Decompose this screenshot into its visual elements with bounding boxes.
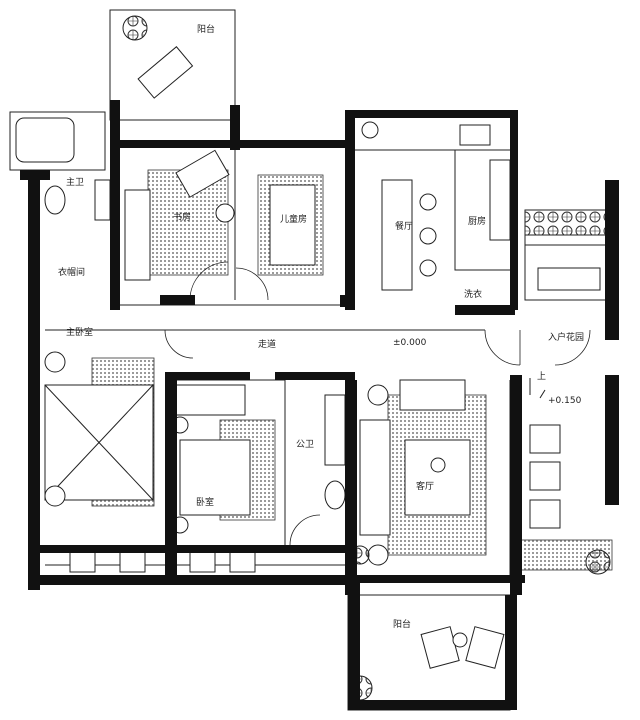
label-bedroom: 卧室 (196, 498, 215, 508)
door-swings (164, 261, 591, 546)
label-level-main: ±0.000 (393, 338, 427, 348)
label-balcony-top: 阳台 (197, 25, 216, 35)
label-public-bath: 公卫 (296, 440, 315, 450)
label-entry-garden: 入户花园 (548, 333, 585, 343)
label-corridor: 走道 (258, 340, 277, 350)
label-level-garden: +0.150 (548, 396, 582, 406)
label-step-up: 上 (537, 372, 547, 382)
label-kids-room: 儿童房 (280, 215, 308, 225)
label-laundry: 洗衣 (464, 290, 483, 300)
label-cloakroom: 衣帽间 (58, 268, 86, 278)
planter (524, 209, 616, 236)
label-master-bath: 主卫 (66, 178, 85, 188)
walls (20, 100, 619, 710)
label-balcony-bottom: 阳台 (393, 620, 412, 630)
label-living: 客厅 (416, 482, 435, 492)
step-marker (529, 378, 546, 399)
label-study: 书房 (173, 213, 192, 223)
label-kitchen: 厨房 (468, 217, 487, 227)
label-dining: 餐厅 (395, 222, 414, 232)
label-master-bedroom: 主卧室 (66, 328, 94, 338)
